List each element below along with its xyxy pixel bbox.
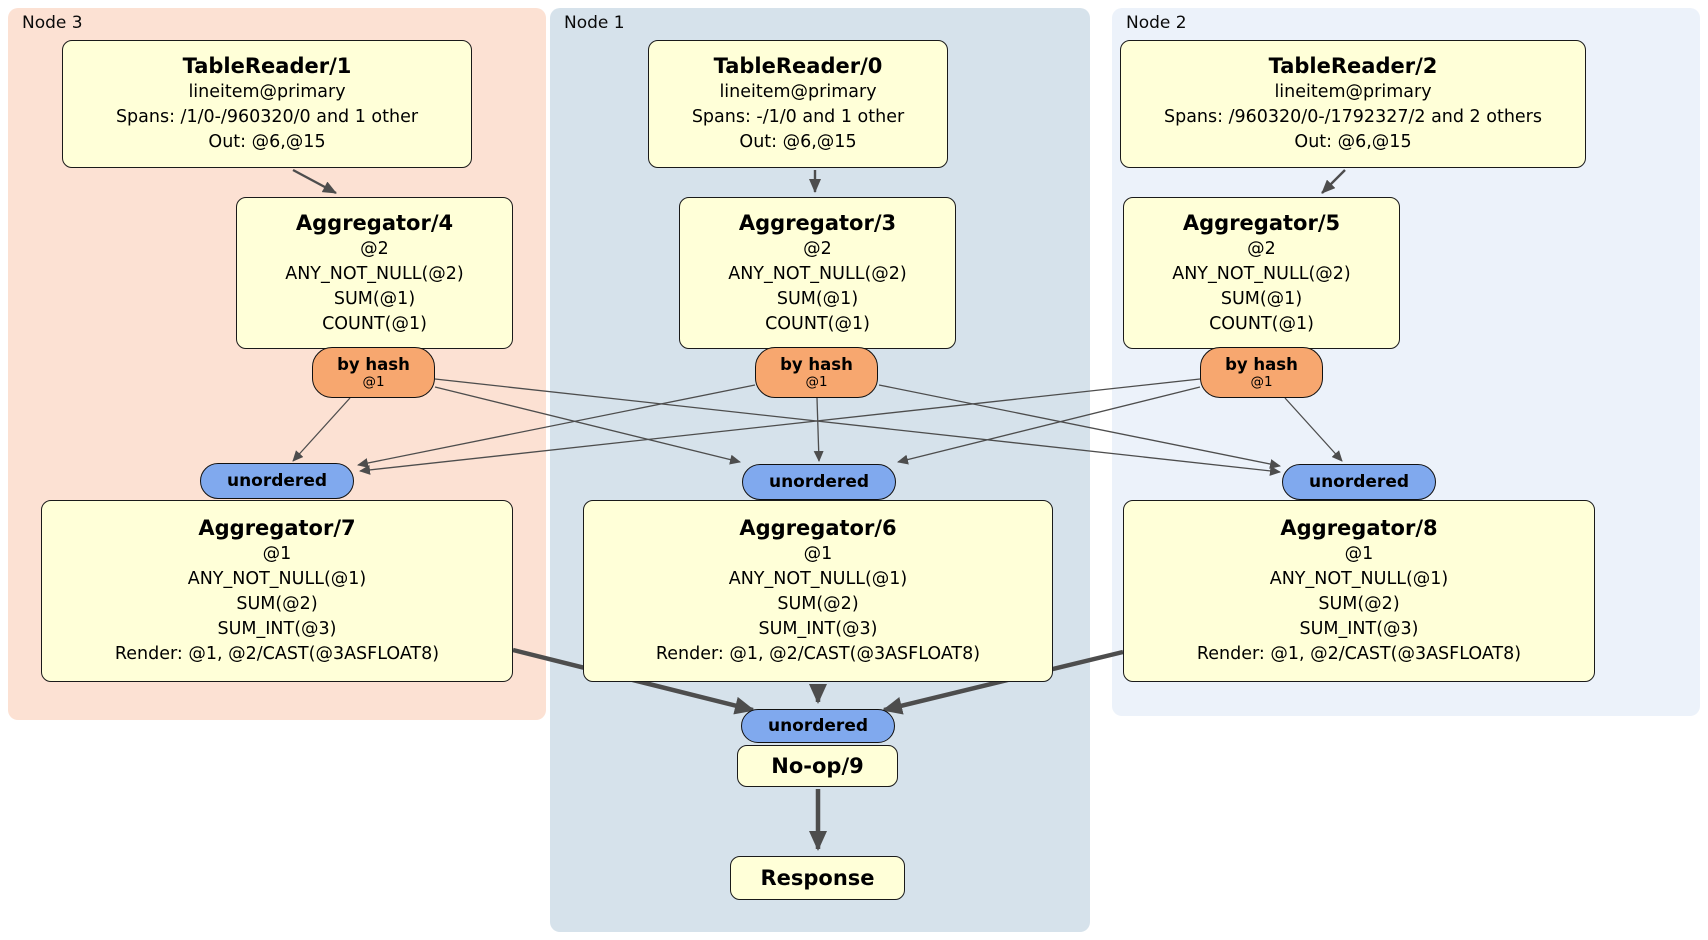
processor-aggregator-7: Aggregator/7 @1 ANY_NOT_NULL(@1) SUM(@2)… (41, 500, 513, 682)
agg-expr-text: SUM_INT(@3) (217, 619, 337, 639)
processor-title: Aggregator/4 (295, 210, 454, 235)
agg-expr-text: SUM(@2) (777, 594, 859, 614)
out-text: Out: @6,@15 (739, 132, 857, 152)
group-cols-text: @1 (803, 544, 833, 564)
index-text: lineitem@primary (1274, 82, 1432, 102)
agg-expr-text: COUNT(@1) (765, 313, 870, 334)
agg-expr-text: ANY_NOT_NULL(@1) (728, 569, 908, 589)
router-by-hash-node3: by hash @1 (312, 347, 435, 398)
group-cols-text: @2 (360, 238, 389, 259)
router-label: by hash (1225, 355, 1298, 374)
processor-title: Aggregator/3 (738, 210, 897, 235)
agg-expr-text: SUM(@1) (776, 288, 859, 309)
agg-expr-text: SUM(@2) (1318, 594, 1400, 614)
router-by-hash-node1: by hash @1 (755, 347, 878, 398)
agg-expr-text: ANY_NOT_NULL(@1) (187, 569, 367, 589)
render-text: Render: @1, @2/CAST(@3ASFLOAT8) (1196, 644, 1522, 664)
router-label: by hash (780, 355, 853, 374)
processor-title: Aggregator/6 (739, 516, 897, 540)
agg-expr-text: SUM(@2) (236, 594, 318, 614)
response-node: Response (730, 856, 905, 900)
agg-expr-text: SUM(@1) (1220, 288, 1303, 309)
render-text: Render: @1, @2/CAST(@3ASFLOAT8) (114, 644, 440, 664)
sync-unordered-final: unordered (741, 709, 895, 743)
processor-aggregator-3: Aggregator/3 @2 ANY_NOT_NULL(@2) SUM(@1)… (679, 197, 956, 349)
agg-expr-text: COUNT(@1) (322, 313, 427, 334)
agg-expr-text: SUM_INT(@3) (1299, 619, 1419, 639)
agg-expr-text: ANY_NOT_NULL(@1) (1269, 569, 1449, 589)
agg-expr-text: ANY_NOT_NULL(@2) (1172, 263, 1351, 284)
router-columns: @1 (362, 374, 385, 390)
sync-unordered-node3: unordered (200, 463, 354, 499)
sync-label: unordered (768, 472, 870, 492)
processor-tablereader-1: TableReader/1 lineitem@primary Spans: /1… (62, 40, 472, 168)
agg-expr-text: COUNT(@1) (1209, 313, 1314, 334)
out-text: Out: @6,@15 (1294, 132, 1412, 152)
router-label: by hash (337, 355, 410, 374)
processor-title: Aggregator/8 (1280, 516, 1438, 540)
processor-title: TableReader/0 (713, 54, 883, 78)
spans-text: Spans: -/1/0 and 1 other (691, 107, 905, 127)
processor-title: No-op/9 (771, 753, 864, 778)
router-columns: @1 (1250, 374, 1273, 390)
processor-title: TableReader/2 (1268, 54, 1438, 78)
processor-title: Aggregator/7 (198, 516, 356, 540)
sync-unordered-node1: unordered (742, 464, 896, 500)
processor-aggregator-6: Aggregator/6 @1 ANY_NOT_NULL(@1) SUM(@2)… (583, 500, 1053, 682)
agg-expr-text: SUM(@1) (333, 288, 416, 309)
agg-expr-text: SUM_INT(@3) (758, 619, 878, 639)
region-node3-label: Node 3 (22, 13, 83, 33)
group-cols-text: @2 (803, 238, 832, 259)
index-text: lineitem@primary (719, 82, 877, 102)
group-cols-text: @1 (262, 544, 292, 564)
spans-text: Spans: /1/0-/960320/0 and 1 other (115, 107, 419, 127)
processor-title: Aggregator/5 (1182, 210, 1341, 235)
sync-unordered-node2: unordered (1282, 464, 1436, 500)
processor-aggregator-8: Aggregator/8 @1 ANY_NOT_NULL(@1) SUM(@2)… (1123, 500, 1595, 682)
processor-title: TableReader/1 (182, 54, 352, 78)
router-columns: @1 (805, 374, 828, 390)
out-text: Out: @6,@15 (208, 132, 326, 152)
router-by-hash-node2: by hash @1 (1200, 347, 1323, 398)
sync-label: unordered (1308, 472, 1410, 492)
region-node2-label: Node 2 (1126, 13, 1187, 33)
group-cols-text: @1 (1344, 544, 1374, 564)
group-cols-text: @2 (1247, 238, 1276, 259)
render-text: Render: @1, @2/CAST(@3ASFLOAT8) (655, 644, 981, 664)
sync-label: unordered (767, 716, 869, 736)
processor-aggregator-4: Aggregator/4 @2 ANY_NOT_NULL(@2) SUM(@1)… (236, 197, 513, 349)
index-text: lineitem@primary (188, 82, 346, 102)
agg-expr-text: ANY_NOT_NULL(@2) (285, 263, 464, 284)
processor-title: Response (760, 865, 875, 890)
agg-expr-text: ANY_NOT_NULL(@2) (728, 263, 907, 284)
processor-aggregator-5: Aggregator/5 @2 ANY_NOT_NULL(@2) SUM(@1)… (1123, 197, 1400, 349)
processor-noop: No-op/9 (737, 745, 898, 787)
region-node1-label: Node 1 (564, 13, 625, 33)
spans-text: Spans: /960320/0-/1792327/2 and 2 others (1163, 107, 1542, 127)
sync-label: unordered (226, 471, 328, 491)
processor-tablereader-0: TableReader/0 lineitem@primary Spans: -/… (648, 40, 948, 168)
processor-tablereader-2: TableReader/2 lineitem@primary Spans: /9… (1120, 40, 1586, 168)
